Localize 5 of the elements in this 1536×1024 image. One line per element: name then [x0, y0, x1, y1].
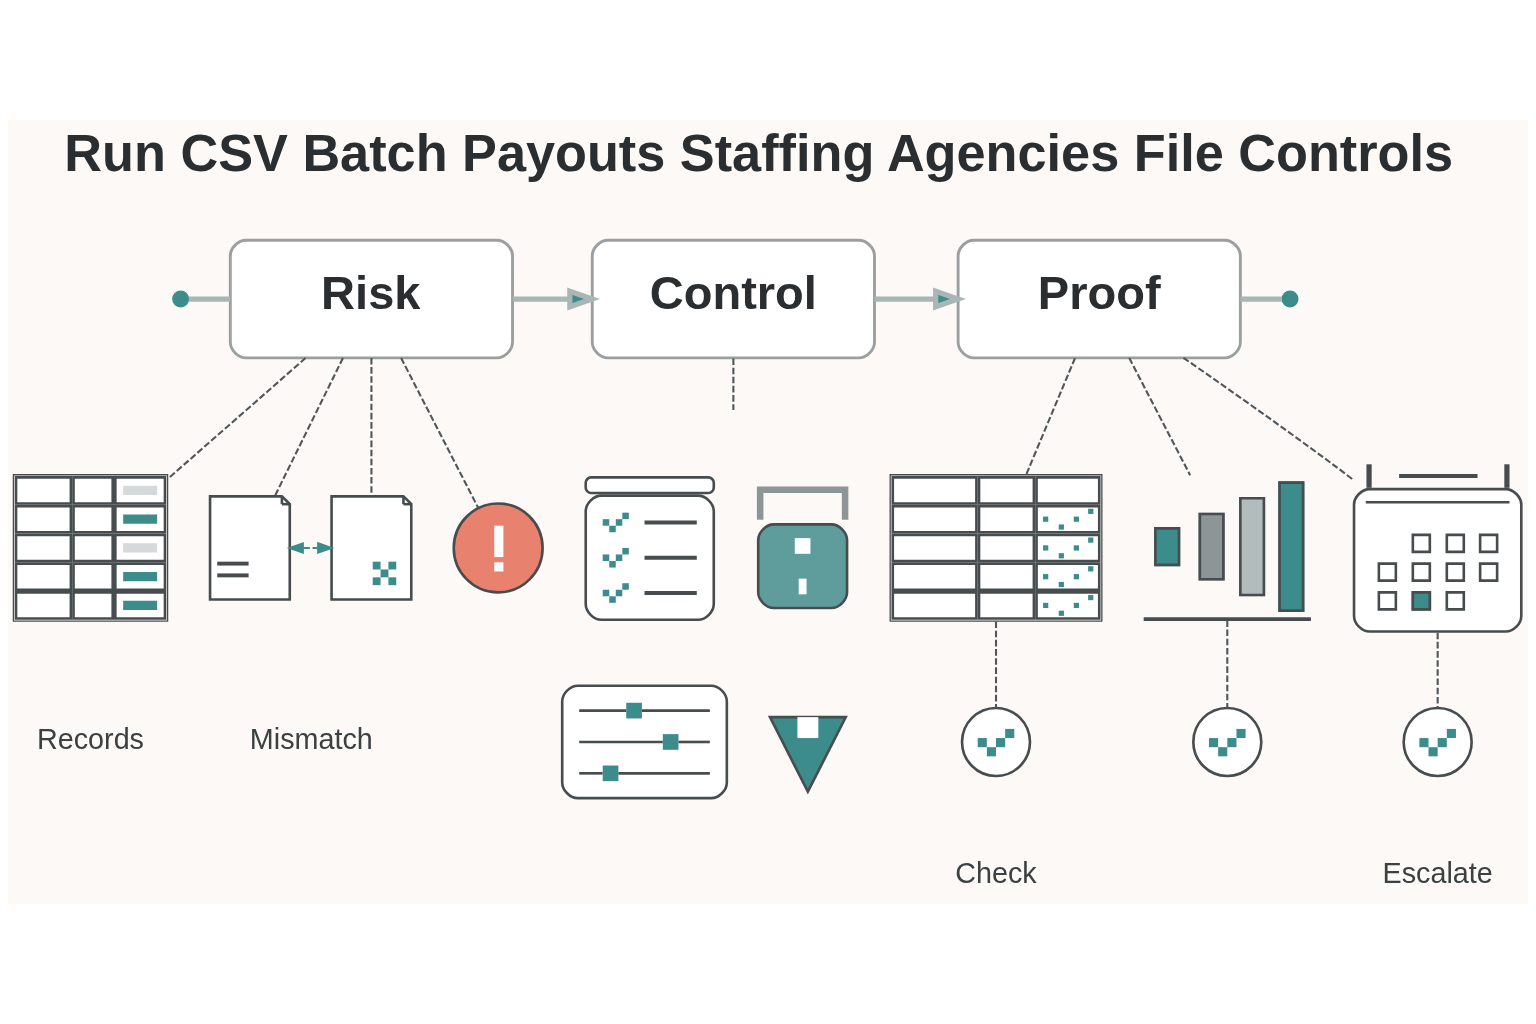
- node-label: Escalate: [1382, 856, 1493, 889]
- node-label: Check: [955, 856, 1037, 889]
- node-label: Records: [36, 723, 144, 756]
- diagram-title: Run CSV Batch Payouts Staffing Agencies File Controls: [64, 123, 1454, 182]
- label: Mismatch: [249, 723, 373, 756]
